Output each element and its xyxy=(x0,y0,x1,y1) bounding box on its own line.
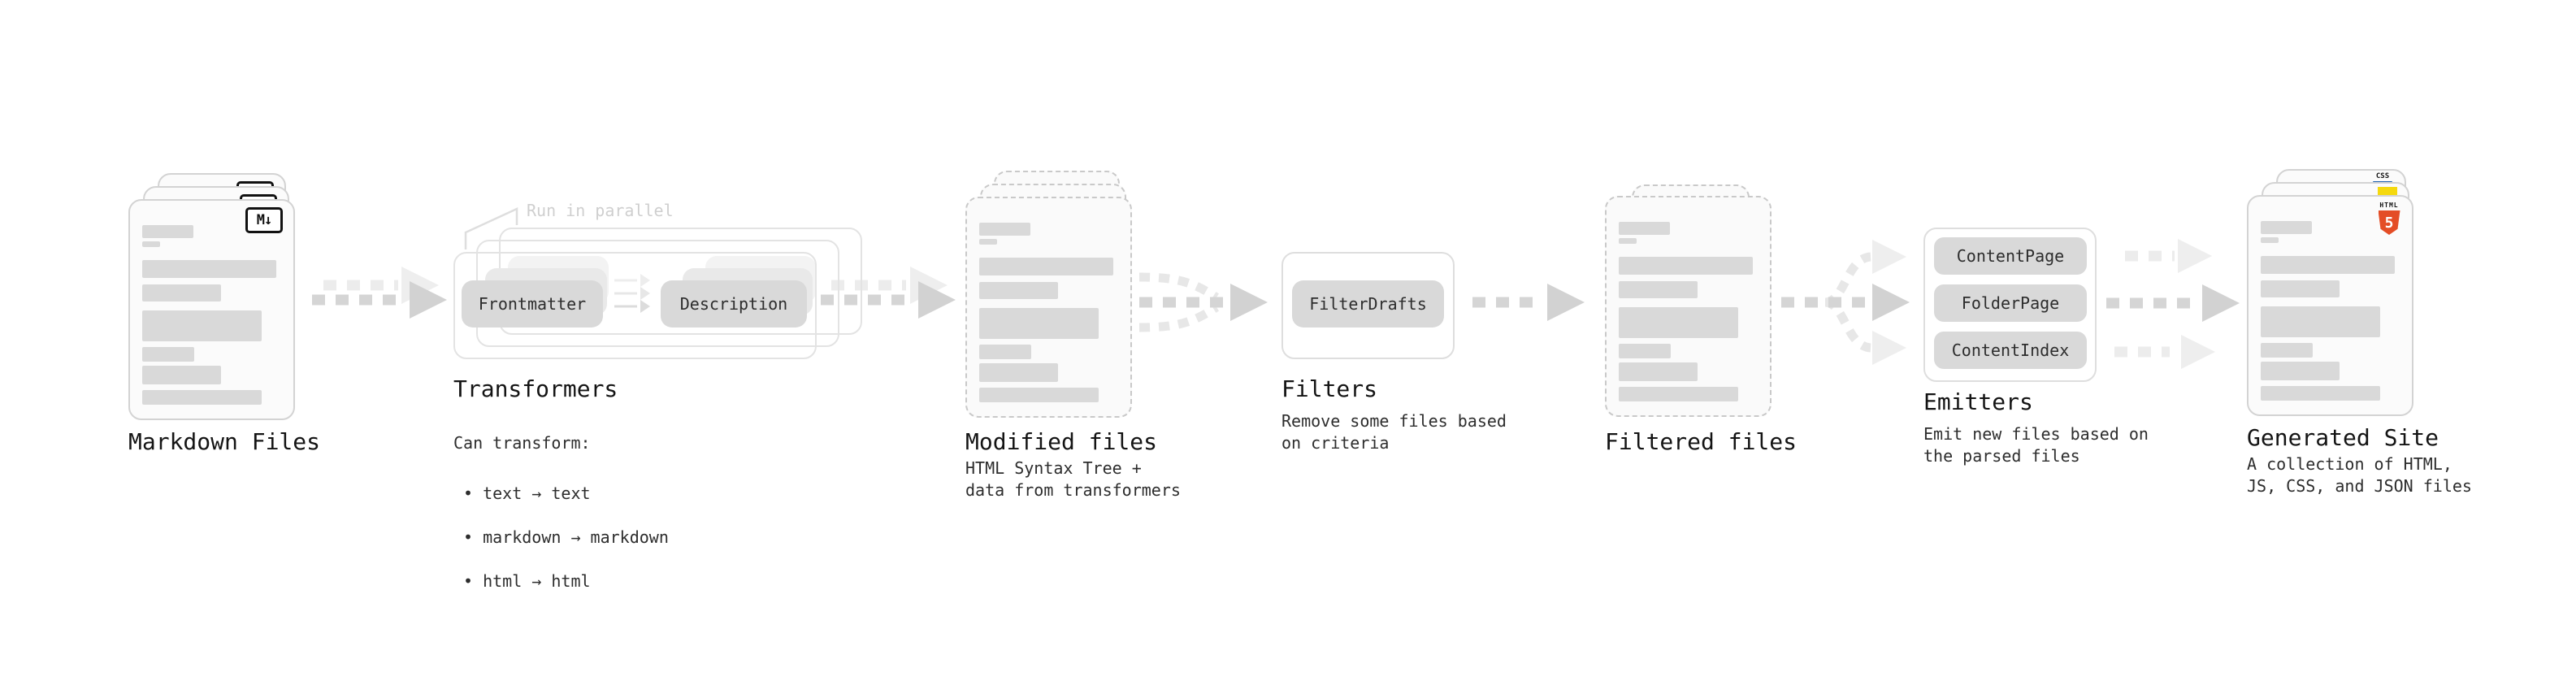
transform-bullet: • text → text xyxy=(463,484,591,503)
filters-description: Remove some files based on criteria xyxy=(1281,411,1507,453)
stage-label-generated-site: Generated Site xyxy=(2247,424,2439,451)
arrow-filtered-to-emitters xyxy=(1781,240,1910,365)
stage-label-modified-files: Modified files xyxy=(965,428,1158,455)
arrow-modified-to-filters xyxy=(1138,272,1268,332)
filtered-file-card-front xyxy=(1605,196,1772,417)
file-content-placeholder xyxy=(142,225,276,405)
file-content-placeholder xyxy=(979,223,1113,402)
transformers-description: Can transform: • text → text • markdown … xyxy=(453,410,669,614)
generated-file-card-html: HTML 5 xyxy=(2247,195,2413,416)
filter-pill-filterdrafts: FilterDrafts xyxy=(1292,280,1444,327)
arrow-filters-to-filtered xyxy=(1472,284,1585,321)
run-in-parallel-note: Run in parallel xyxy=(527,201,674,220)
arrow-emitters-to-generated xyxy=(2106,239,2240,369)
transform-bullet: • markdown → markdown xyxy=(463,527,669,547)
emitters-description: Emit new files based on the parsed files xyxy=(1923,424,2149,466)
emitter-pill-contentindex: ContentIndex xyxy=(1934,332,2087,369)
modified-files-description: HTML Syntax Tree + data from transformer… xyxy=(965,458,1181,500)
arrow-markdown-to-transformers xyxy=(312,267,447,319)
markdown-file-card-front: M↓ xyxy=(128,199,295,420)
stage-title-emitters: Emitters xyxy=(1923,388,2033,415)
transformers-body-heading: Can transform: xyxy=(453,433,591,453)
stage-title-filters: Filters xyxy=(1281,375,1378,402)
emitter-pill-folderpage: FolderPage xyxy=(1934,284,2087,322)
transformer-pill-description: Description xyxy=(661,280,807,327)
modified-file-card-front xyxy=(965,197,1132,418)
markdown-icon: M↓ xyxy=(245,207,283,233)
transformer-pill-frontmatter: Frontmatter xyxy=(462,280,603,327)
file-content-placeholder xyxy=(2261,221,2395,401)
stage-title-transformers: Transformers xyxy=(453,375,618,402)
stage-label-filtered-files: Filtered files xyxy=(1605,428,1798,455)
stage-label-markdown-files: Markdown Files xyxy=(128,428,321,455)
file-content-placeholder xyxy=(1619,222,1753,401)
generated-site-description: A collection of HTML, JS, CSS, and JSON … xyxy=(2247,454,2472,496)
html5-icon: HTML 5 xyxy=(2377,202,2401,235)
transformer-box-front xyxy=(453,252,817,359)
transform-bullet: • html → html xyxy=(463,571,591,591)
emitter-pill-contentpage: ContentPage xyxy=(1934,237,2087,275)
